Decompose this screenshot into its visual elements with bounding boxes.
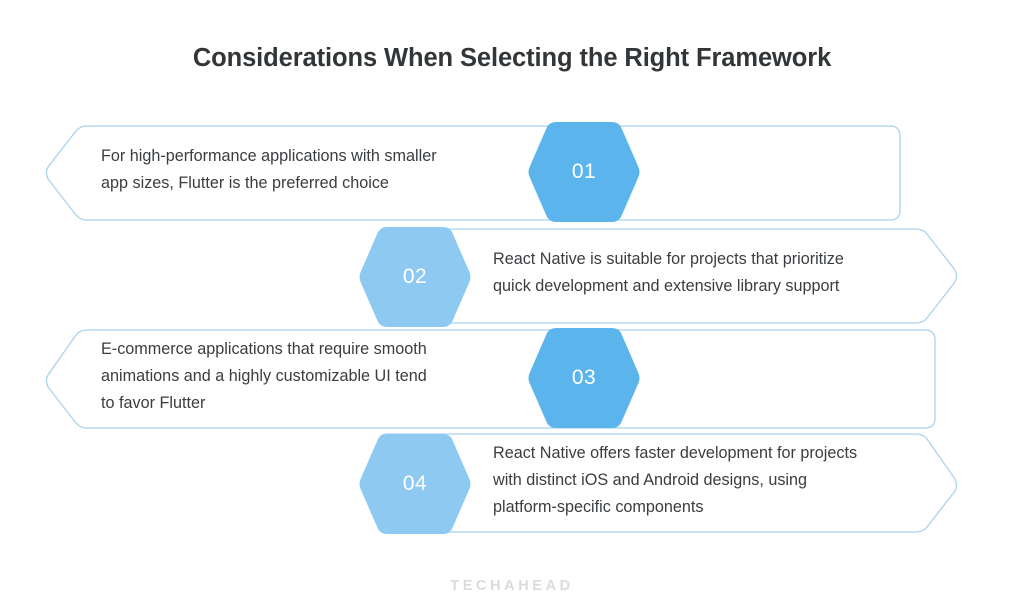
row-3-number-hexagon: 03 xyxy=(528,327,640,429)
infographic-row-1: For high-performance applications with s… xyxy=(0,121,1024,225)
banner-shape-3 xyxy=(45,329,936,429)
row-1-number-hexagon: 01 xyxy=(528,121,640,223)
page-title: Considerations When Selecting the Right … xyxy=(192,44,832,72)
row-4-text: React Native offers faster development f… xyxy=(493,444,858,516)
row-2-text: React Native is suitable for projects th… xyxy=(493,250,844,295)
row-3-text: E-commerce applications that require smo… xyxy=(101,340,427,412)
footer-watermark: TECHAHEAD xyxy=(450,578,574,594)
row-2-number-hexagon: 02 xyxy=(359,226,471,328)
infographic-row-4: React Native offers faster development f… xyxy=(0,431,1024,535)
hexagon-icon xyxy=(528,122,640,222)
hexagon-icon xyxy=(359,434,471,534)
hexagon-icon xyxy=(528,328,640,428)
infographic-row-3: E-commerce applications that require smo… xyxy=(0,327,1024,431)
row-4-number-hexagon: 04 xyxy=(359,433,471,535)
banner-shape-1 xyxy=(45,125,901,221)
hexagon-icon xyxy=(359,227,471,327)
row-1-text: For high-performance applications with s… xyxy=(101,147,437,192)
infographic-row-2: React Native is suitable for projects th… xyxy=(0,224,1024,328)
